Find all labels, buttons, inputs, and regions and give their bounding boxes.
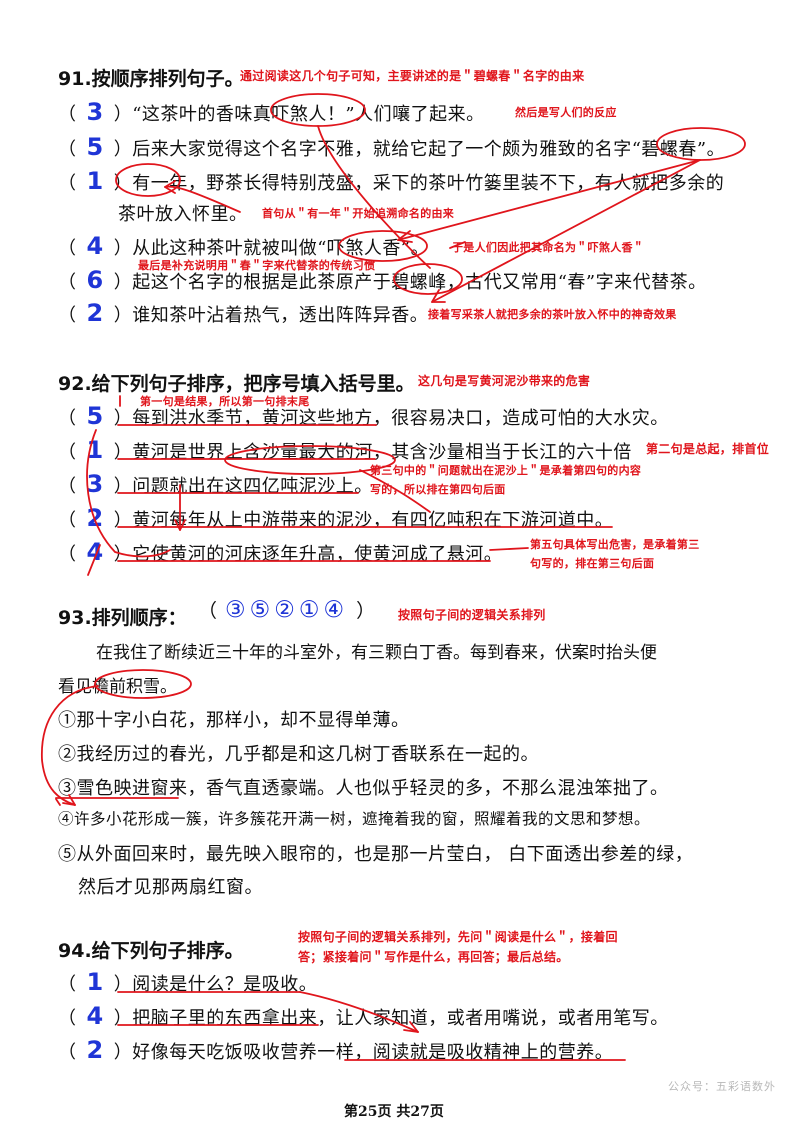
q93-intro-2: 看见檐前积雪。 (58, 677, 177, 697)
arrow-annotation (359, 469, 431, 513)
circle-annotation (115, 163, 181, 197)
sentence-text: 好像每天吃饭吸收营养一样，阅读就是吸收精神上的营养。 (132, 1042, 614, 1063)
sentence-text: 后来大家觉得这个名字不雅，就给它起了一个颇为雅致的名字“碧螺春”。 (132, 139, 726, 160)
arrowhead (431, 289, 446, 303)
q91-note-named: 于是人们因此把其命名为＂吓煞人香＂ (452, 241, 645, 254)
q92-note-fifth-1: 第五句具体写出危害，是承着第三 (530, 538, 700, 551)
q92-line-1: （5）每到洪水季节，黄河这些地方，很容易决口，造成可怕的大水灾。 (58, 402, 669, 430)
answer-number: 1 (86, 167, 104, 195)
answer-number: 1 (86, 968, 104, 996)
q91-line-4: （4）从此这种茶叶就被叫做“吓煞人香”。 (58, 232, 430, 260)
q91-line-5: （6）起这个名字的根据是此茶原产于碧螺峰，古代又常用“春”字来代替茶。 (58, 266, 707, 294)
q91-note-reaction: 然后是写人们的反应 (515, 106, 617, 119)
q93-title: 93.排列顺序： (58, 607, 187, 629)
answer-number: 3 (86, 98, 104, 126)
sentence-text: “这茶叶的香味真吓煞人！”人们嚷了起来。 (132, 104, 485, 125)
sentence-text: 黄河每年从上中游带来的泥沙，有四亿吨积在下游河道中。 (132, 510, 614, 531)
q93-answer-row: （③⑤②①④） (198, 597, 376, 623)
arrowhead (164, 180, 176, 194)
arrow-annotation (86, 429, 171, 558)
arrow-annotation (397, 159, 701, 241)
q92-line-3: （3）问题就出在这四亿吨泥沙上。 (58, 470, 373, 498)
arrow-annotation (299, 991, 419, 1033)
watermark: 公众号：五彩语数外 (668, 1080, 776, 1093)
q91-note-top: 通过阅读这几个句子可知，主要讲述的是＂碧螺春＂名字的由来 (240, 69, 585, 83)
answer-number: 2 (86, 299, 104, 327)
q93-answer: ③⑤②①④ (225, 597, 349, 623)
arrow-annotation (449, 241, 466, 249)
circle-annotation (656, 127, 746, 161)
q91-note-first: 首句从＂有一年＂开始追溯命名的由来 (262, 207, 455, 220)
q91-line-1: （3）“这茶叶的香味真吓煞人！”人们嚷了起来。 (58, 98, 485, 126)
circle-annotation (393, 263, 463, 295)
q91-line-3: （1）有一年，野茶长得特别茂盛，采下的茶叶竹篓里装不下，有人就把多余的 (58, 167, 725, 195)
q94-note-2: 答；紧接着问＂写作是什么，再回答；最后总结。 (298, 950, 569, 964)
arrow-annotation (41, 685, 99, 806)
answer-number: 4 (86, 538, 104, 566)
q91-title: 91.按顺序排列句子。 (58, 68, 244, 90)
arrow-annotation (317, 125, 431, 269)
q93-item-5: ⑤从外面回来时，最先映入眼帘的，也是那一片莹白， 白下面透出参差的绿， (58, 844, 694, 865)
q92-note-first: 第一句是结果，所以第一句排末尾 (140, 395, 310, 408)
q93-intro-1: 在我住了断续近三十年的斗室外，有三颗白丁香。每到春来，伏案时抬头便 (96, 643, 657, 663)
sentence-text: 谁知茶叶沾着热气，透出阵阵异香。 (132, 305, 429, 326)
q92-title: 92.给下列句子排序，把序号填入括号里。 (58, 373, 415, 395)
q91-line-3-cont: 茶叶放入怀里。 (118, 204, 248, 225)
sentence-text: 把脑子里的东西拿出来，让人家知道，或者用嘴说，或者用笔写。 (132, 1008, 669, 1029)
q93-item-1: ①那十字小白花，那样小，却不显得单薄。 (58, 710, 410, 731)
circle-annotation (270, 93, 366, 127)
page-footer: 第25页 共27页 (344, 1104, 444, 1120)
arrow-annotation (431, 159, 701, 303)
q93-item-4: ④许多小花形成一簇，许多簇花开满一树，遮掩着我的窗，照耀着我的文思和梦想。 (58, 810, 651, 828)
q92-line-4: （2）黄河每年从上中游带来的泥沙，有四亿吨积在下游河道中。 (58, 504, 614, 532)
q94-note-1: 按照句子间的逻辑关系排列，先问＂阅读是什么＂，接着回 (298, 930, 618, 944)
answer-number: 6 (86, 266, 104, 294)
q92-note-third-2: 写的，所以排在第四句后面 (370, 483, 506, 496)
q91-note-effect: 接着写采茶人就把多余的茶叶放入怀中的神奇效果 (428, 308, 677, 321)
sentence-text: 起这个名字的根据是此茶原产于碧螺峰，古代又常用“春”字来代替茶。 (132, 272, 707, 293)
q92-note-top: 这几句是写黄河泥沙带来的危害 (418, 374, 591, 388)
q93-item-3: ③雪色映进窗来，香气直透豪端。人也似乎轻灵的多，不那么混浊笨拙了。 (58, 778, 669, 799)
arrow-annotation (164, 185, 241, 213)
arrowhead (174, 519, 186, 531)
q94-line-3: （2）好像每天吃饭吸收营养一样，阅读就是吸收精神上的营养。 (58, 1036, 614, 1064)
answer-number: 3 (86, 470, 104, 498)
arrowhead (403, 1021, 419, 1033)
q92-note-third-1: 第三句中的＂问题就出在泥沙上＂是承着第四句的内容 (370, 464, 642, 477)
arrow-annotation (87, 544, 101, 576)
q94-line-1: （1）阅读是什么？是吸收。 (58, 968, 318, 996)
q93-item-2: ②我经历过的春光，几乎都是和这几树丁香联系在一起的。 (58, 744, 539, 765)
answer-number: 5 (86, 133, 104, 161)
circle-annotation (338, 230, 428, 262)
q92-note-fifth-2: 句写的，排在第三句后面 (530, 557, 655, 570)
sentence-text: 问题就出在这四亿吨泥沙上。 (132, 476, 373, 497)
q91-note-last: 最后是补充说明用＂春＂字来代替茶的传统习惯 (138, 259, 376, 272)
arrow-annotation (489, 547, 529, 551)
circle-annotation (224, 445, 396, 475)
circle-annotation (94, 669, 192, 699)
answer-number: 4 (86, 1002, 104, 1030)
q92-note-second: 第二句是总起，排首位 (646, 442, 770, 456)
q93-item-5-cont: 然后才见那两扇红窗。 (78, 877, 263, 898)
answer-number: 5 (86, 402, 104, 430)
arrowhead (62, 794, 76, 806)
sentence-text: 有一年，野茶长得特别茂盛，采下的茶叶竹篓里装不下，有人就把多余的 (132, 173, 725, 194)
sentence-text: 从此这种茶叶就被叫做“吓煞人香”。 (132, 238, 430, 259)
answer-number: 2 (86, 1036, 104, 1064)
q91-line-6: （2）谁知茶叶沾着热气，透出阵阵异香。 (58, 299, 429, 327)
sentence-text: 它使黄河的河床逐年升高，使黄河成了悬河。 (132, 544, 503, 565)
q91-line-2: （5）后来大家觉得这个名字不雅，就给它起了一个颇为雅致的名字“碧螺春”。 (58, 133, 726, 161)
sentence-text: 阅读是什么？是吸收。 (132, 974, 318, 995)
q94-line-2: （4）把脑子里的东西拿出来，让人家知道，或者用嘴说，或者用笔写。 (58, 1002, 669, 1030)
q94-title: 94.给下列句子排序。 (58, 940, 244, 962)
q93-note: 按照句子间的逻辑关系排列 (398, 608, 546, 622)
underline-annotation (55, 798, 61, 806)
sentence-text: 每到洪水季节，黄河这些地方，很容易决口，造成可怕的大水灾。 (132, 408, 669, 429)
answer-number: 4 (86, 232, 104, 260)
